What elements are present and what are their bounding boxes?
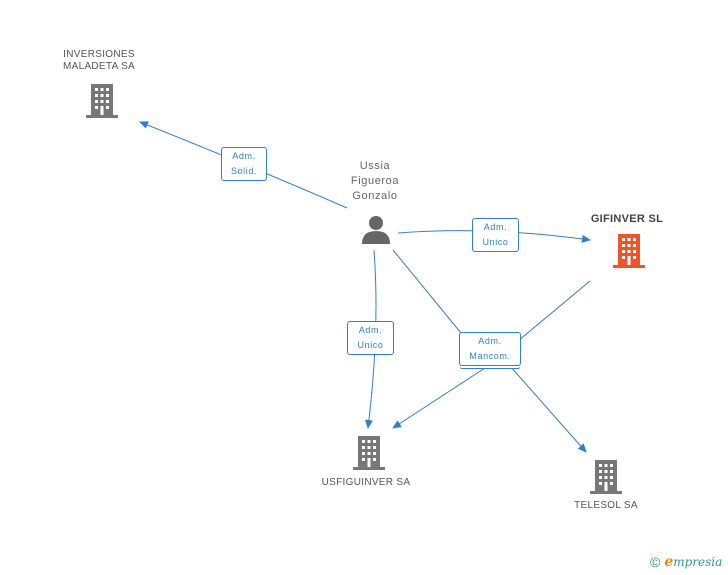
brand-logo[interactable]: empresia [664, 554, 722, 570]
building-icon[interactable] [590, 460, 622, 494]
edge-label-mancom-line2: Mancom. [469, 351, 511, 361]
edge-label-mancom[interactable]: Adm. Mancom. [459, 332, 521, 366]
footer-branding: © empresia [650, 554, 722, 570]
brand-name: mpresia [673, 555, 723, 569]
edge-label-solid-line1: Adm. [232, 151, 256, 161]
edge-mancom-usfiguinver [392, 365, 489, 429]
building-icon[interactable] [86, 84, 118, 118]
brand-initial: e [664, 554, 674, 570]
inversiones-label: INVERSIONES MALADETA SA [44, 49, 154, 73]
edge-label-solid[interactable]: Adm. Solid. [221, 147, 267, 181]
edge-label-solid-line2: Solid. [230, 166, 258, 176]
gifinver-label: GIFINVER SL [572, 213, 682, 225]
edge-label-unico-gifinver-line1: Adm. [483, 222, 508, 232]
person-name-line1: Ussia [359, 160, 391, 172]
edge-label-unico-gifinver[interactable]: Adm. Unico [472, 218, 519, 252]
edge-label-unico-usfiguinver-line1: Adm. [358, 325, 383, 335]
inversiones-line2: MALADETA SA [62, 61, 136, 72]
telesol-name: TELESOL SA [574, 500, 638, 511]
edge-label-mancom-line1: Adm. [478, 336, 502, 346]
edge-mancom-telesol [509, 365, 587, 453]
usfiguinver-label: USFIGUINVER SA [306, 477, 426, 489]
edge-label-unico-usfiguinver[interactable]: Adm. Unico [347, 321, 394, 355]
person-label: Ussia Figueroa Gonzalo [330, 159, 420, 204]
edge-label-unico-usfiguinver-line2: Unico [357, 340, 384, 350]
telesol-label: TELESOL SA [546, 500, 666, 512]
gifinver-name: GIFINVER SL [590, 213, 664, 225]
inversiones-line1: INVERSIONES [63, 49, 135, 60]
copyright-icon: © [650, 554, 661, 570]
building-icon[interactable] [353, 436, 385, 470]
focus-building-icon[interactable] [613, 234, 645, 268]
person-name-line2: Figueroa [350, 175, 400, 187]
person-name-line3: Gonzalo [352, 190, 398, 202]
edge-label-unico-gifinver-line2: Unico [482, 237, 509, 247]
person-icon[interactable] [361, 214, 391, 244]
usfiguinver-name: USFIGUINVER SA [321, 477, 411, 488]
